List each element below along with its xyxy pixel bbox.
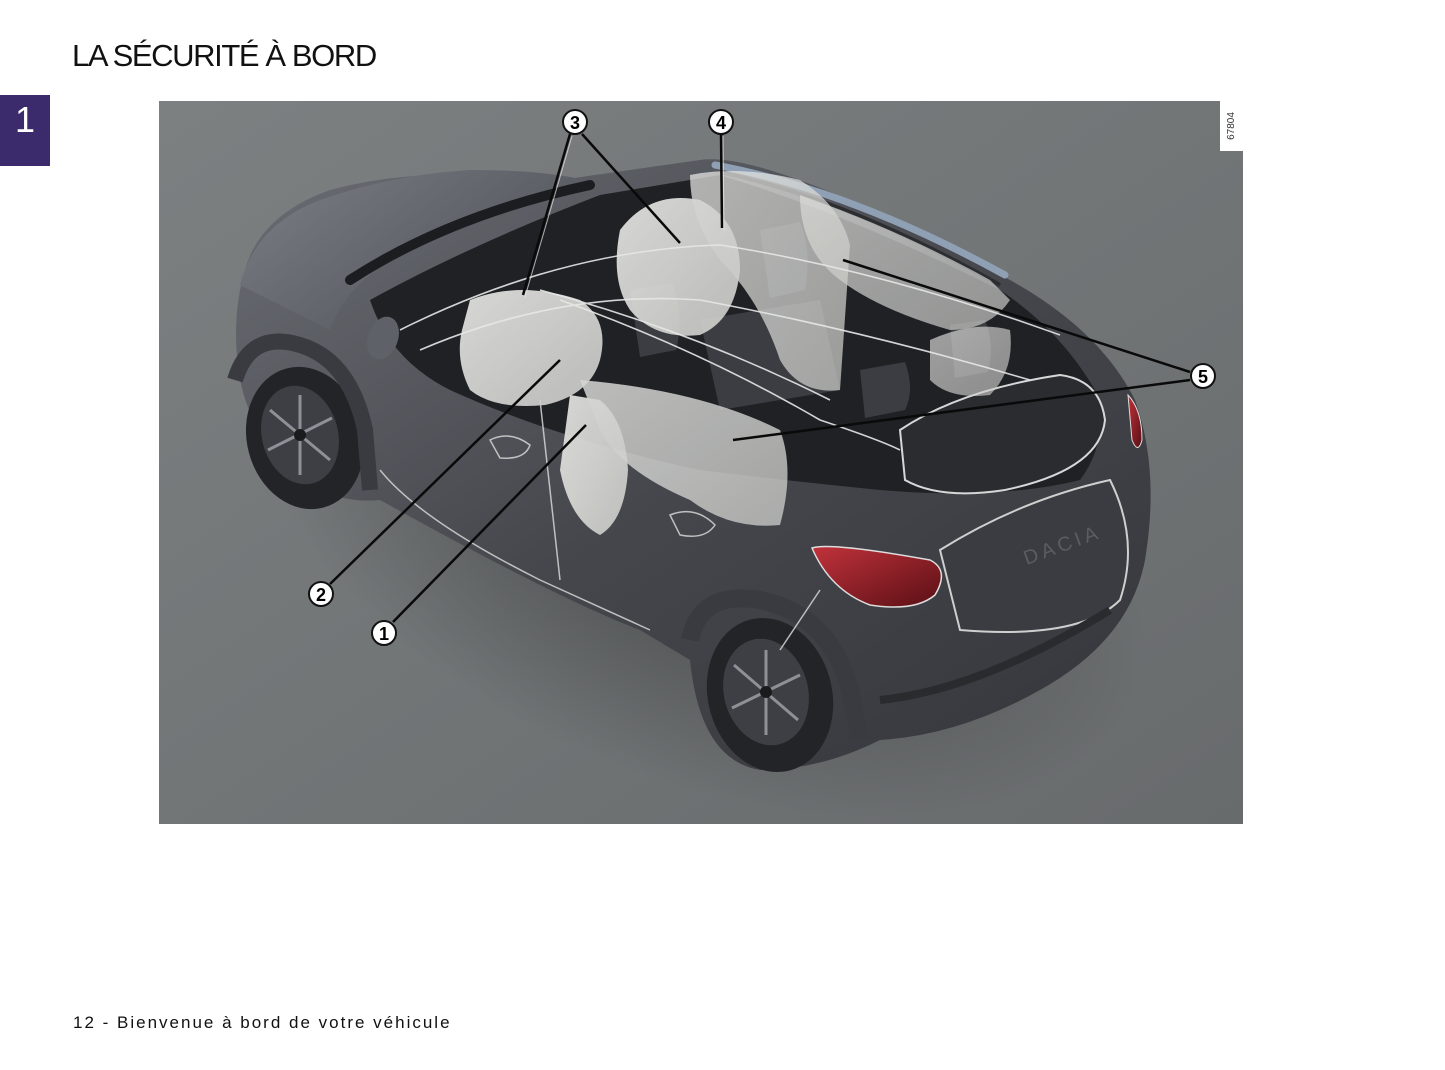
svg-text:2: 2 <box>316 585 326 605</box>
svg-text:3: 3 <box>570 113 580 133</box>
airbag-front-driver <box>459 290 603 406</box>
airbags <box>459 171 1011 535</box>
wheel-front <box>245 366 365 510</box>
callout-5: 5 <box>1190 363 1216 389</box>
figure-reference-code: 67804 <box>1226 112 1237 140</box>
callout-3: 3 <box>562 109 588 135</box>
callout-1: 1 <box>371 620 397 646</box>
svg-text:1: 1 <box>379 624 389 644</box>
wheel-rear <box>706 617 834 773</box>
tail-light-left <box>810 545 943 608</box>
page-title: LA SÉCURITÉ À BORD <box>72 38 377 73</box>
tail-light-right <box>1127 393 1143 448</box>
airbag-curtain-near <box>580 380 788 526</box>
callout-2: 2 <box>308 581 334 607</box>
chapter-number: 1 <box>14 99 36 140</box>
callout-4: 4 <box>708 109 734 135</box>
chapter-tab: 1 <box>0 95 50 166</box>
svg-text:5: 5 <box>1198 367 1208 387</box>
figure-reference-notch <box>1220 101 1244 151</box>
page-footer: 12 - Bienvenue à bord de votre véhicule <box>73 1013 452 1032</box>
svg-text:4: 4 <box>716 113 726 133</box>
leader-lines <box>329 133 1191 623</box>
airbag-illustration: DACIA <box>159 101 1243 824</box>
